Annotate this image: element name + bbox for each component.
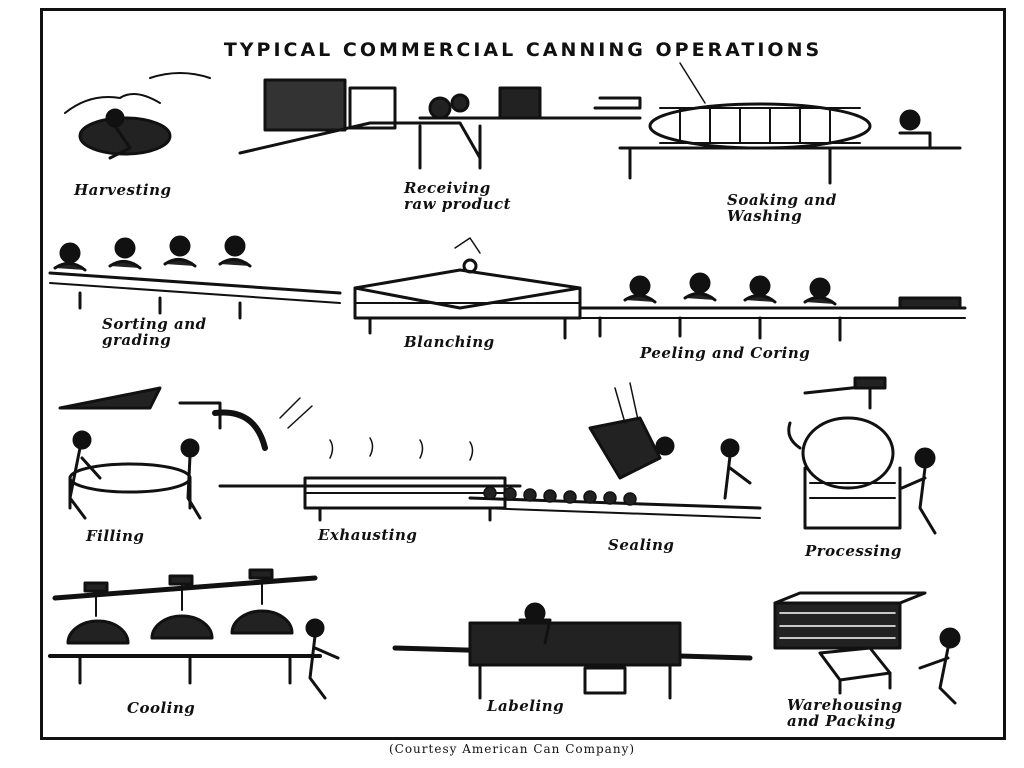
step-label-receiving: Receiving raw product: [404, 179, 512, 213]
filling-illustration: [58, 386, 313, 520]
diagram-title: TYPICAL COMMERCIAL CANNING OPERATIONS: [223, 39, 823, 61]
harvesting-illustration: [64, 72, 211, 160]
step-label-filling: Filling: [86, 527, 145, 545]
step-label-cooling: Cooling: [127, 699, 196, 717]
step-label-exhausting: Exhausting: [318, 526, 418, 544]
step-label-sealing: Sealing: [608, 536, 675, 554]
soaking-washing-illustration: [593, 62, 962, 185]
peeling-coring-illustration: [578, 272, 967, 342]
step-label-labeling: Labeling: [487, 697, 565, 715]
cooling-illustration: [48, 568, 340, 700]
step-label-blanching: Blanching: [404, 333, 495, 351]
receiving-illustration: [238, 78, 642, 170]
credit-line: (Courtesy American Can Company): [388, 742, 636, 756]
step-label-processing: Processing: [805, 542, 902, 560]
sealing-illustration: [468, 382, 762, 519]
step-label-sorting-grading: Sorting and grading: [102, 315, 207, 349]
canning-illustrations: [48, 62, 967, 705]
sorting-grading-illustration: [48, 235, 342, 320]
warehousing-packing-illustration: [773, 591, 961, 705]
step-label-warehousing-packing: Warehousing and Packing: [787, 696, 903, 730]
labeling-illustration: [392, 602, 753, 700]
step-label-soaking-washing: Soaking and Washing: [727, 191, 837, 225]
step-label-peeling-coring: Peeling and Coring: [640, 344, 811, 362]
processing-illustration: [787, 376, 937, 535]
diagram-frame: TYPICAL COMMERCIAL CANNING OPERATIONS: [40, 8, 1006, 740]
step-label-harvesting: Harvesting: [74, 181, 172, 199]
blanching-illustration: [353, 237, 582, 340]
